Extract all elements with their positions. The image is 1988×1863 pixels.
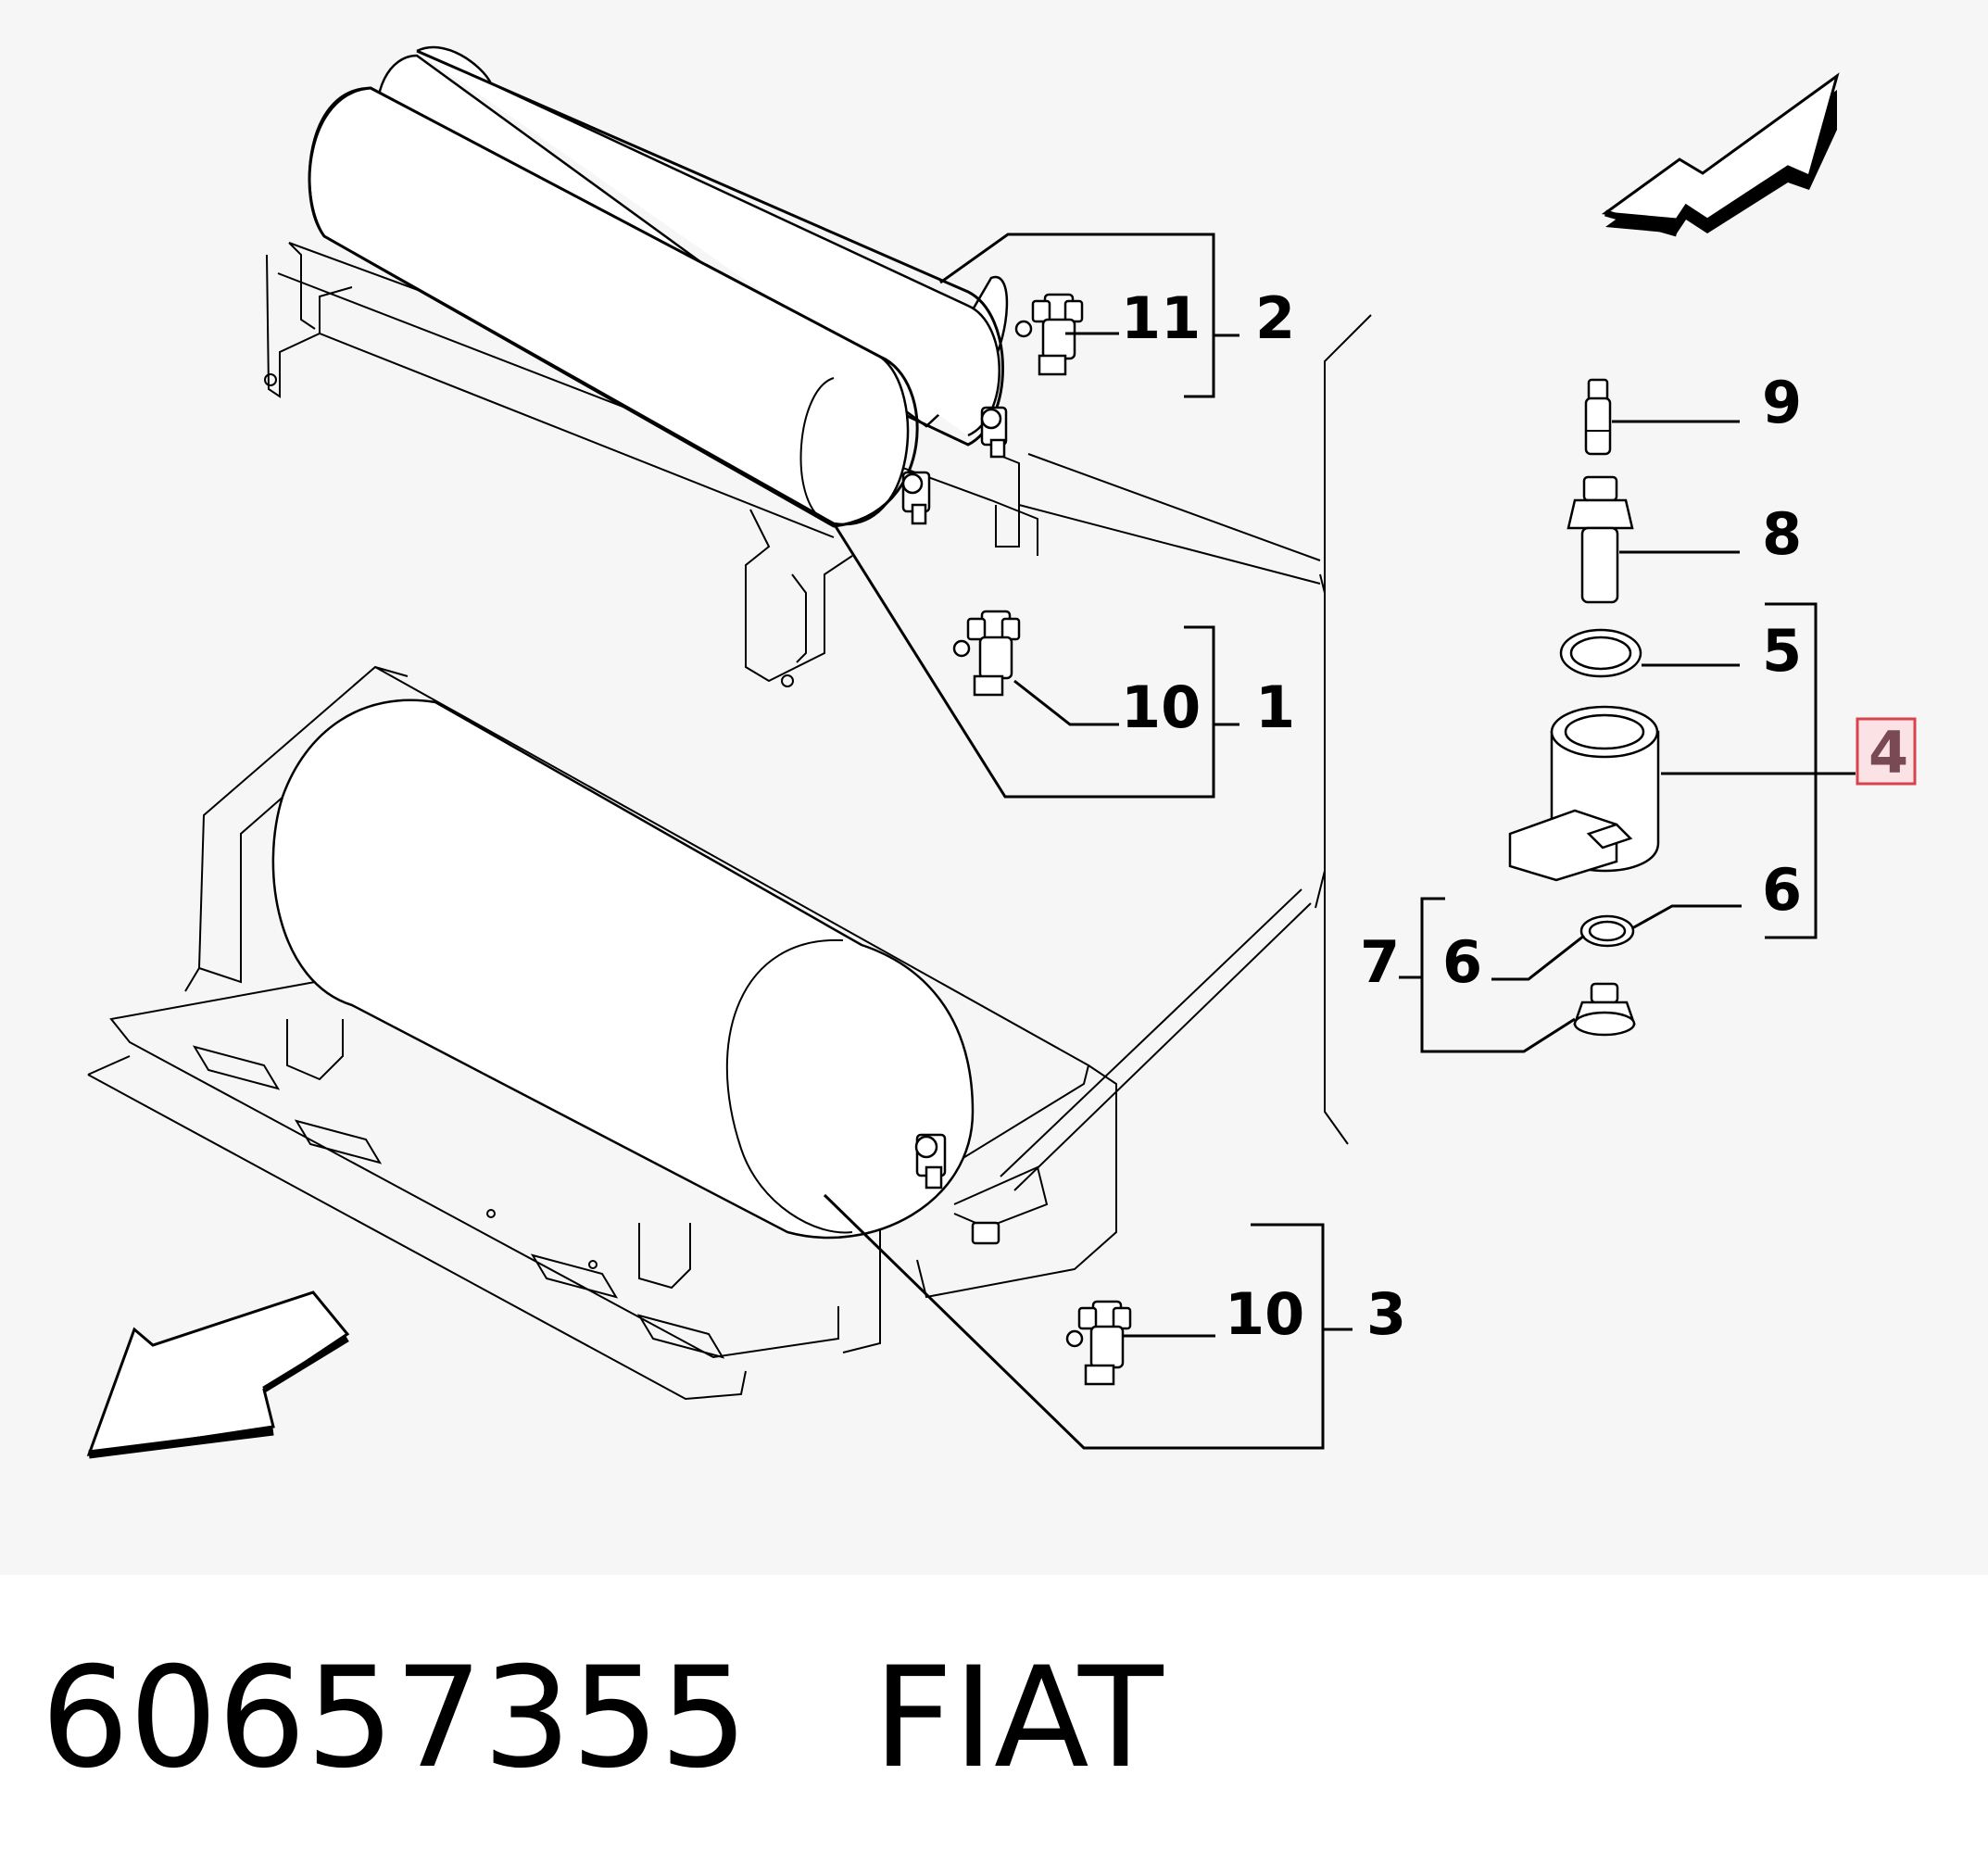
leader-lines <box>823 233 1856 1450</box>
label-1: 1 <box>1255 673 1295 741</box>
label-3: 3 <box>1366 1280 1406 1348</box>
part-4-housing <box>1508 705 1660 882</box>
upper-tank-rear <box>370 45 1009 447</box>
label-5: 5 <box>1762 617 1802 685</box>
part-number: 60657355 <box>41 1638 749 1799</box>
label-10-lower: 10 <box>1225 1280 1304 1348</box>
valve-part-11 <box>1014 293 1084 376</box>
valve-upper-a <box>980 406 1008 459</box>
label-8: 8 <box>1762 500 1802 568</box>
part-7-plug <box>1573 982 1636 1037</box>
valve-part-10-lower <box>1065 1300 1132 1386</box>
part-6-ring <box>1579 914 1635 948</box>
lower-tank <box>271 699 975 1240</box>
caption: 60657355 FIAT <box>41 1638 1164 1799</box>
brand-name: FIAT <box>873 1638 1164 1799</box>
part-8-fitting <box>1566 475 1634 604</box>
highlight-box-4: 4 <box>1856 717 1917 787</box>
label-6-right: 6 <box>1762 856 1802 924</box>
parts-diagram: 11 2 10 1 10 3 9 8 5 6 7 6 4 <box>86 45 1917 1459</box>
part-5-ring <box>1559 628 1642 678</box>
label-10-upper: 10 <box>1121 673 1201 741</box>
label-7: 7 <box>1360 928 1400 996</box>
valve-part-10-upper <box>952 610 1021 697</box>
part-9-pin <box>1584 378 1612 456</box>
valve-upper-b <box>901 471 931 525</box>
lower-tank-frame <box>87 665 1117 1401</box>
side-bracket <box>1000 314 1372 1191</box>
direction-arrow-bottom-left <box>86 1290 350 1459</box>
label-9: 9 <box>1762 369 1802 436</box>
valve-lower <box>914 1133 947 1190</box>
direction-arrow-top-right <box>1601 72 1840 237</box>
label-6-left: 6 <box>1442 928 1482 996</box>
label-11: 11 <box>1121 284 1201 352</box>
label-4: 4 <box>1868 719 1908 787</box>
label-2: 2 <box>1255 284 1295 352</box>
diagram-area: 11 2 10 1 10 3 9 8 5 6 7 6 4 <box>86 45 1917 1459</box>
